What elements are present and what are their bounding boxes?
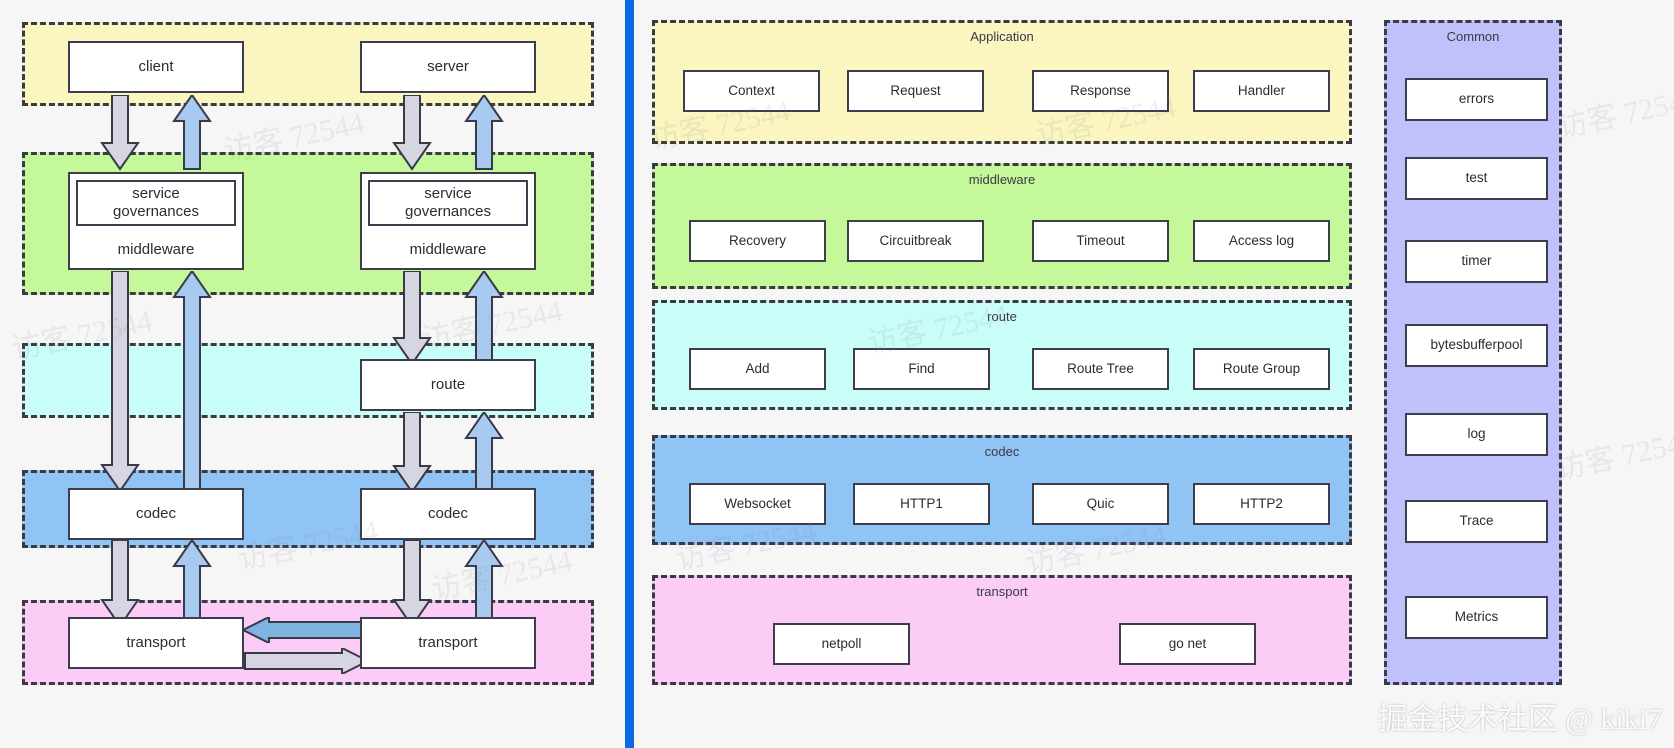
- node-codec-right[interactable]: codec: [360, 488, 536, 540]
- layer-middleware: middleware Recovery Circuitbreak Timeout…: [652, 163, 1352, 289]
- layer-transport-title: transport: [976, 584, 1028, 599]
- arrow-server-down: [392, 95, 432, 171]
- arrow-client-down: [100, 95, 140, 171]
- layer-item-handler[interactable]: Handler: [1193, 70, 1330, 112]
- common-item-errors[interactable]: errors: [1405, 78, 1548, 121]
- node-middleware-left-label: middleware: [117, 241, 195, 259]
- node-transport-right[interactable]: transport: [360, 617, 536, 669]
- node-route[interactable]: route: [360, 359, 536, 411]
- node-client[interactable]: client: [68, 41, 244, 93]
- layer-item-websocket[interactable]: Websocket: [689, 483, 826, 525]
- sg-left-line2: governances: [113, 203, 199, 220]
- arrow-codec-to-route-up: [464, 412, 504, 494]
- pane-divider: [625, 0, 634, 748]
- sg-right-line2: governances: [405, 203, 491, 220]
- layer-item-add[interactable]: Add: [689, 348, 826, 390]
- layer-item-route-tree[interactable]: Route Tree: [1032, 348, 1169, 390]
- layer-item-access-log[interactable]: Access log: [1193, 220, 1330, 262]
- arrow-right-route-to-mw-up: [464, 271, 504, 366]
- watermark: 访客 72544: [1552, 424, 1674, 487]
- arrow-right-transport-to-codec-up: [464, 540, 504, 628]
- node-service-governances-left[interactable]: service governances: [76, 180, 236, 226]
- common-item-bytesbufferpool[interactable]: bytesbufferpool: [1405, 324, 1548, 367]
- node-transport-left[interactable]: transport: [68, 617, 244, 669]
- arrow-left-codec-to-transport-down: [100, 540, 140, 628]
- arrow-transport-right-to-left: [243, 617, 368, 643]
- arrow-right-mw-to-route-down: [392, 271, 432, 366]
- layer-item-quic[interactable]: Quic: [1032, 483, 1169, 525]
- arrow-transport-left-to-right: [243, 648, 368, 674]
- layer-application: Application Context Request Response Han…: [652, 20, 1352, 144]
- layer-item-request[interactable]: Request: [847, 70, 984, 112]
- layer-route: route Add Find Route Tree Route Group: [652, 300, 1352, 410]
- sg-right-line1: service: [424, 185, 472, 202]
- layer-application-title: Application: [970, 29, 1034, 44]
- watermark: 访客 72544: [1554, 82, 1674, 145]
- sg-left-line1: service: [132, 185, 180, 202]
- layer-item-context[interactable]: Context: [683, 70, 820, 112]
- layer-item-netpoll[interactable]: netpoll: [773, 623, 910, 665]
- left-pane: client server middleware service governa…: [0, 0, 625, 748]
- layer-item-find[interactable]: Find: [853, 348, 990, 390]
- layer-item-http1[interactable]: HTTP1: [853, 483, 990, 525]
- arrow-left-codec-to-mw-up: [172, 271, 212, 493]
- arrow-left-mw-to-codec-down: [100, 271, 140, 493]
- node-server[interactable]: server: [360, 41, 536, 93]
- node-middleware-right-label: middleware: [409, 241, 487, 259]
- layer-item-timeout[interactable]: Timeout: [1032, 220, 1169, 262]
- arrow-right-codec-to-transport-down: [392, 540, 432, 628]
- arrow-left-transport-to-codec-up: [172, 540, 212, 628]
- common-item-metrics[interactable]: Metrics: [1405, 596, 1548, 639]
- arrow-route-to-codec-down: [392, 412, 432, 494]
- common-item-trace[interactable]: Trace: [1405, 500, 1548, 543]
- layer-route-title: route: [987, 309, 1017, 324]
- node-service-governances-right[interactable]: service governances: [368, 180, 528, 226]
- layer-transport: transport netpoll go net: [652, 575, 1352, 685]
- layer-item-go-net[interactable]: go net: [1119, 623, 1256, 665]
- common-item-timer[interactable]: timer: [1405, 240, 1548, 283]
- layer-item-route-group[interactable]: Route Group: [1193, 348, 1330, 390]
- layer-item-recovery[interactable]: Recovery: [689, 220, 826, 262]
- layer-codec: codec Websocket HTTP1 Quic HTTP2: [652, 435, 1352, 545]
- right-pane: Common errors test timer bytesbufferpool…: [1376, 0, 1674, 748]
- node-codec-left[interactable]: codec: [68, 488, 244, 540]
- layer-item-circuitbreak[interactable]: Circuitbreak: [847, 220, 984, 262]
- middle-pane: Application Context Request Response Han…: [634, 0, 1370, 748]
- layer-item-response[interactable]: Response: [1032, 70, 1169, 112]
- layer-item-http2[interactable]: HTTP2: [1193, 483, 1330, 525]
- arrow-client-up: [172, 95, 212, 171]
- common-item-test[interactable]: test: [1405, 157, 1548, 200]
- layer-codec-title: codec: [984, 444, 1020, 459]
- panel-common-title: Common: [1446, 29, 1500, 44]
- common-item-log[interactable]: log: [1405, 413, 1548, 456]
- layer-middleware-title: middleware: [968, 172, 1036, 187]
- panel-common: Common errors test timer bytesbufferpool…: [1384, 20, 1562, 685]
- arrow-server-up: [464, 95, 504, 171]
